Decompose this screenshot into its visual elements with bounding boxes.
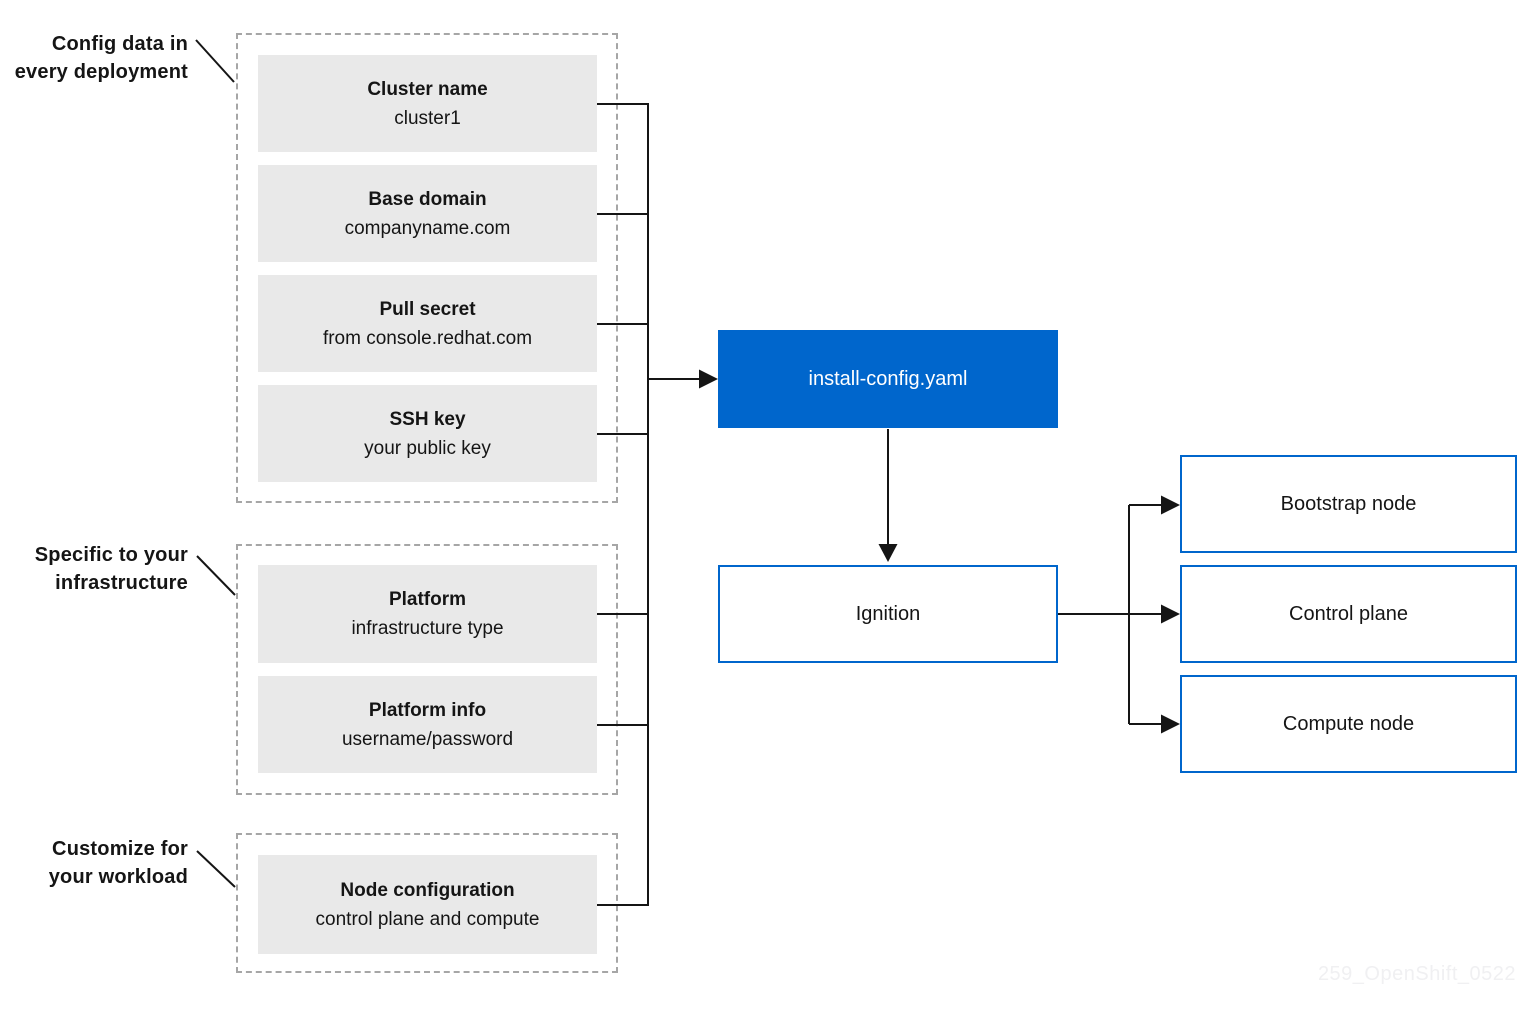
box-title: Platform info [368, 699, 487, 721]
box-title: Cluster name [367, 78, 488, 100]
arrowhead-control-plane [1161, 604, 1180, 624]
label-config-data-line1: Config data in [51, 33, 188, 55]
watermark-text: 259_OpenShift_0522 [1317, 963, 1516, 985]
config-box-ssh-key: SSH key your public key [258, 385, 597, 482]
label-workload: Customize for your workload [0, 835, 188, 891]
label-config-data-line2: every deployment [14, 61, 188, 83]
box-title: SSH key [389, 408, 466, 430]
box-subtitle: control plane and compute [315, 908, 540, 930]
box-subtitle: companyname.com [344, 217, 511, 239]
box-subtitle: infrastructure type [351, 618, 504, 639]
config-box-node-configuration: Node configuration control plane and com… [258, 855, 597, 954]
config-box-pull-secret: Pull secret from console.redhat.com [258, 275, 597, 372]
box-title: Pull secret [379, 298, 476, 320]
box-subtitle: from console.redhat.com [322, 327, 533, 349]
compute-node: Compute node [1180, 675, 1517, 773]
box-title: Platform [388, 589, 467, 610]
label-pointer-line-config-data [195, 39, 235, 83]
install-config-yaml-node: install-config.yaml [718, 330, 1058, 428]
config-box-platform-info: Platform info username/password [258, 676, 597, 773]
label-workload-line2: your workload [48, 866, 188, 888]
arrow-install-to-ignition-head [878, 544, 898, 562]
config-box-platform: Platform infrastructure type [258, 565, 597, 663]
box-subtitle: cluster1 [394, 107, 461, 129]
box-subtitle: your public key [364, 437, 491, 459]
ignition-node: Ignition [718, 565, 1058, 663]
config-box-base-domain: Base domain companyname.com [258, 165, 597, 262]
label-pointer-line-workload [196, 850, 236, 888]
config-box-cluster-name: Cluster name cluster1 [258, 55, 597, 152]
label-infrastructure-line2: infrastructure [55, 572, 188, 594]
box-title: Base domain [368, 188, 487, 210]
control-plane-node: Control plane [1180, 565, 1517, 663]
arrowhead-compute [1161, 714, 1180, 734]
box-title: Node configuration [340, 879, 515, 901]
box-subtitle: username/password [341, 728, 514, 750]
bootstrap-node: Bootstrap node [1180, 455, 1517, 553]
arrow-into-install-config-head [699, 369, 718, 389]
label-infrastructure: Specific to your infrastructure [0, 541, 188, 597]
label-config-data: Config data in every deployment [0, 30, 188, 86]
ignition-branch-lines [1058, 504, 1162, 725]
label-infrastructure-line1: Specific to your [34, 544, 188, 566]
label-pointer-line-infrastructure [196, 555, 236, 596]
label-workload-line1: Customize for [52, 838, 188, 860]
arrowhead-bootstrap [1161, 495, 1180, 515]
